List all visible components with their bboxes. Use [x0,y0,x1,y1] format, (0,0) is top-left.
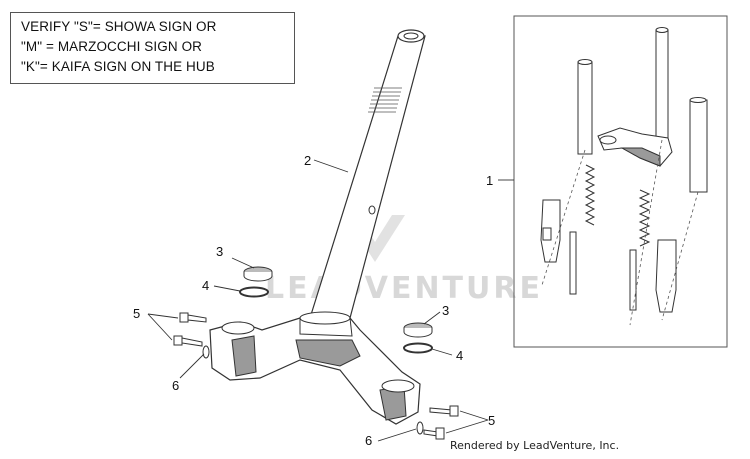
cap-seal-right [403,322,433,354]
callout-4-left: 4 [202,278,209,293]
callout-5-right: 5 [488,413,495,428]
callout-6-right: 6 [365,433,372,448]
note-line-1: VERIFY "S"= SHOWA SIGN OR [21,19,217,34]
watermark-text: LEADVENTURE [265,271,543,306]
callout-5-left: 5 [133,306,140,321]
note-line-3: "K"= KAIFA SIGN ON THE HUB [21,59,215,74]
callout-1: 1 [486,173,493,188]
callout-3-right: 3 [442,303,449,318]
bolts-right [416,405,459,440]
render-credit: Rendered by LeadVenture, Inc. [450,439,620,452]
fork-assembly-inset [513,15,728,348]
verify-note-box: VERIFY "S"= SHOWA SIGN OR "M" = MARZOCCH… [10,12,295,84]
note-line-2: "M" = MARZOCCHI SIGN OR [21,39,203,54]
callout-4-right: 4 [456,348,463,363]
watermark: LEADVENTURE [265,160,543,306]
leader-lines [147,159,514,442]
callout-6-left: 6 [172,378,179,393]
callout-3-left: 3 [216,244,223,259]
bolts-left [173,312,210,359]
cap-seal-left [239,266,273,298]
callout-2: 2 [304,153,311,168]
lower-triple-clamp [209,311,421,425]
